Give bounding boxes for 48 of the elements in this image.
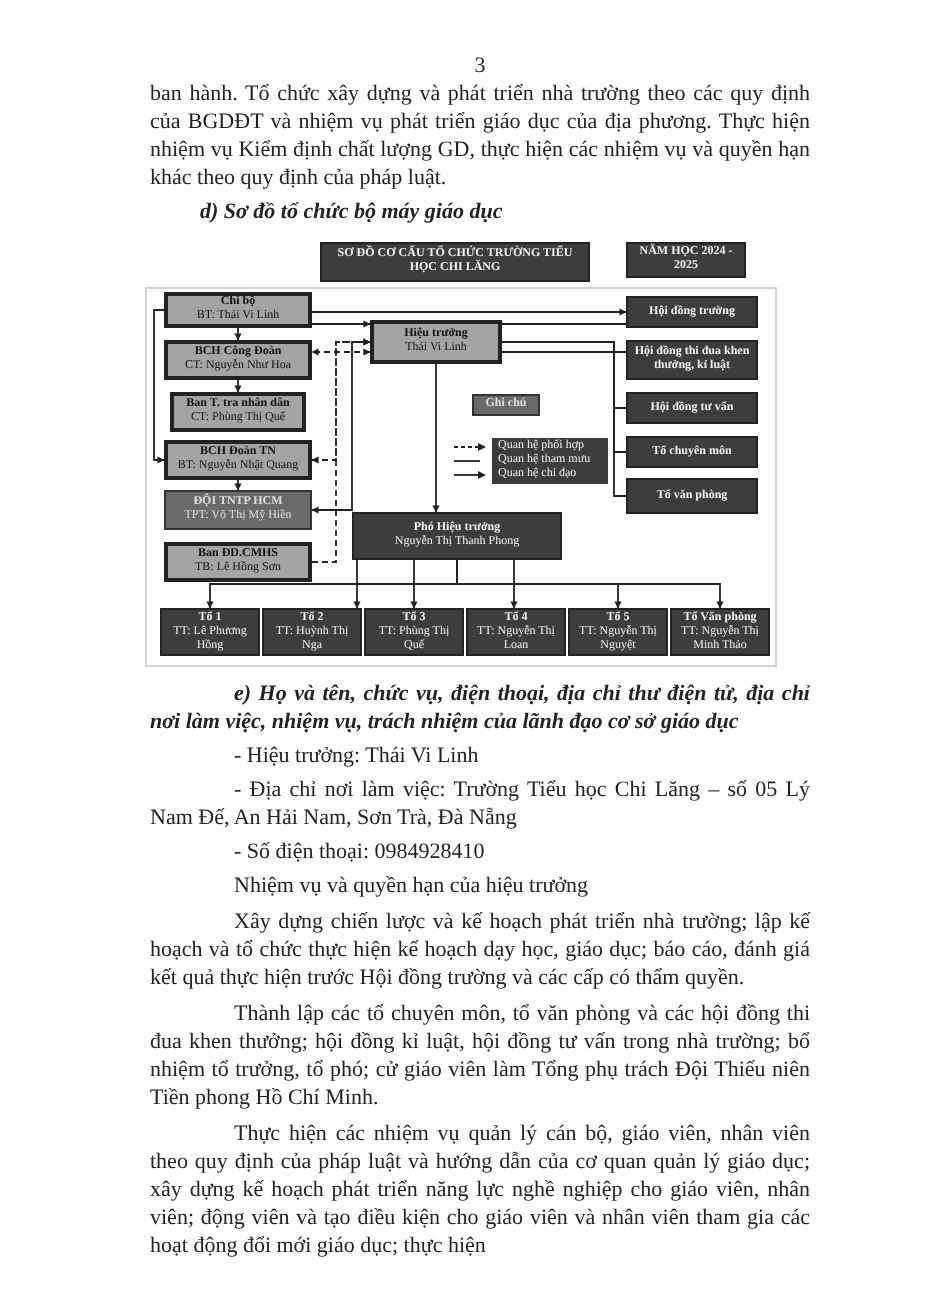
- org-box: [160, 608, 260, 656]
- org-box: [170, 392, 306, 432]
- body-paragraph: Thực hiện các nhiệm vụ quản lý cán bộ, giáo viên, nhân viên theo quy định của pháp luật và hướng dẫn của cơ quan quản lý giáo dục; xây dựng kế hoạch phát triển năng lực nghề nghiệp cho giáo viên, nhân viên; động viên và tạo điều kiện cho giáo viên và nhân viên tham gia các hoạt động đổi mới giáo dục; thực hiện: [150, 1120, 810, 1260]
- connector-line: [501, 351, 627, 353]
- connector-arrow: [353, 559, 361, 609]
- org-box: [262, 608, 362, 656]
- connector-arrow: [410, 559, 418, 609]
- org-box: [164, 340, 312, 380]
- page-number: 3: [472, 52, 488, 80]
- connector-arrow: [311, 320, 371, 328]
- org-box: [364, 608, 464, 656]
- connector-arrow: [311, 308, 627, 316]
- connector-arrow: [234, 327, 242, 341]
- org-box: [626, 478, 758, 514]
- org-box: [626, 296, 758, 328]
- list-item: - Địa chỉ nơi làm việc: Trường Tiểu học Chi Lăng – số 05 Lý Nam Đế, An Hải Nam, Sơn Trà, Đà Nẵng: [150, 776, 810, 832]
- connector-arrow: [234, 379, 242, 393]
- org-box: [164, 292, 312, 328]
- org-box: [626, 392, 758, 424]
- connector-arrow: [311, 348, 371, 356]
- body-paragraph: Xây dựng chiến lược và kế hoạch phát triển nhà trường; lập kế hoạch và tổ chức thực hiện kế hoạch dạy học, giáo dục; báo cáo, đánh giá kết quả thực hiện trước Hội đồng trường và các cấp có thẩm quyền.: [150, 908, 810, 992]
- connector-line: [501, 341, 627, 497]
- org-box: [164, 490, 312, 530]
- org-box: [568, 608, 668, 656]
- connector-line: [501, 323, 627, 325]
- org-box: [352, 512, 562, 560]
- body-paragraph: Nhiệm vụ và quyền hạn của hiệu trưởng: [232, 872, 591, 900]
- list-item: - Hiệu trưởng: Thái Vi Linh: [232, 742, 481, 770]
- org-box: [626, 242, 746, 278]
- org-box: [370, 320, 502, 364]
- org-box: [472, 394, 540, 416]
- connector-arrow: [456, 559, 724, 609]
- body-paragraph: Thành lập các tổ chuyên môn, tổ văn phòng và các hội đồng thi đua khen thưởng; hội đồng kỉ luật, hội đồng tư vấn trong nhà trường; bổ nhiệm tổ trưởng, tổ phó; cử giáo viên làm Tổng phụ trách Đội Thiếu niên Tiền phong Hồ Chí Minh.: [150, 1000, 810, 1112]
- org-box: [466, 608, 566, 656]
- org-box: [164, 542, 312, 582]
- list-item: - Số điện thoại: 0984928410: [232, 838, 487, 866]
- org-box: [626, 436, 758, 468]
- section-heading: e) Họ và tên, chức vụ, điện thoại, địa chỉ thư điện tử, địa chỉ nơi làm việc, nhiệm vụ, trách nhiệm của lãnh đạo cơ sở giáo dục: [150, 680, 810, 736]
- org-box: [670, 608, 770, 656]
- connector-arrow: [432, 363, 440, 513]
- connector-arrow: [234, 479, 242, 491]
- connector-arrow: [153, 309, 165, 464]
- section-heading: d) Sơ đồ tổ chức bộ máy giáo dục: [198, 198, 505, 226]
- connector-arrow: [311, 338, 371, 563]
- connector-arrow: [510, 559, 518, 609]
- org-box: [320, 242, 590, 282]
- org-box: [164, 440, 312, 480]
- body-paragraph: ban hành. Tổ chức xây dựng và phát triển nhà trường theo các quy định của BGDĐT và nhiệm vụ phát triển giáo dục của địa phương. Thực hiện nhiệm vụ Kiểm định chất lượng GD, thực hiện các nhiệm vụ và quyền hạn khác theo quy định của pháp luật.: [150, 80, 810, 192]
